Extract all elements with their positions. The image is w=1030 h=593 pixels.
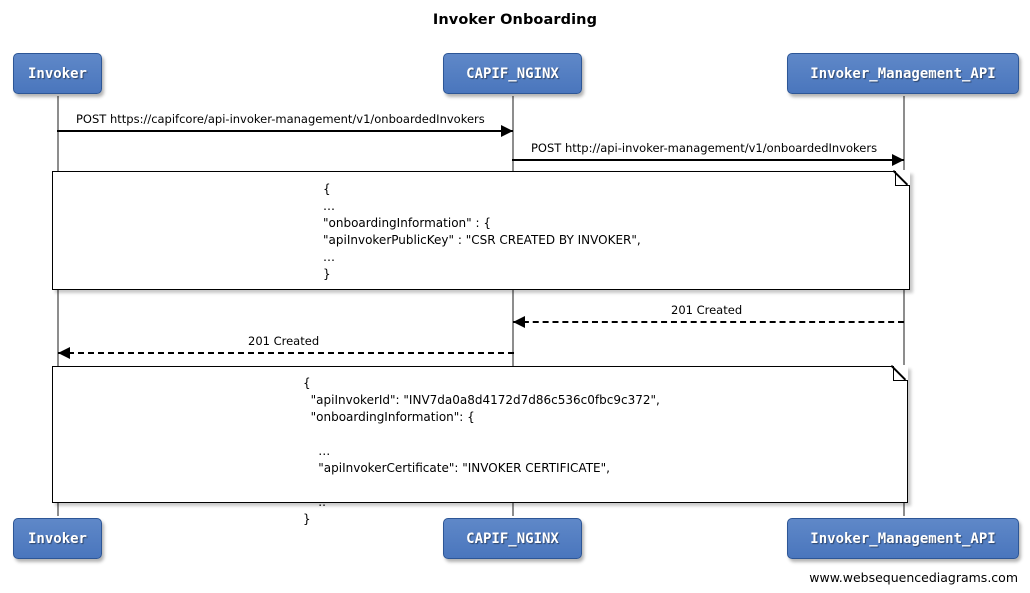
actor-label-capif-nginx-bottom: CAPIF_NGINX	[466, 530, 559, 547]
lifeline-invoker-management-api	[903, 96, 905, 516]
onboarding-response-note: { "apiInvokerId": "INV7da0a8d4172d7d86c5…	[52, 364, 908, 526]
actor-label-invoker-management-api-bottom: Invoker_Management_API	[810, 530, 996, 547]
page-title: Invoker Onboarding	[432, 12, 598, 28]
message-1-arrowhead-icon	[501, 125, 513, 137]
message-3-line	[513, 321, 904, 323]
actor-box-invoker-bottom[interactable]: Invoker	[13, 518, 102, 559]
actor-box-capif-nginx-bottom[interactable]: CAPIF_NGINX	[443, 518, 582, 559]
actor-label-invoker-management-api-top: Invoker_Management_API	[810, 65, 996, 82]
onboarding-response-note-text: { "apiInvokerId": "INV7da0a8d4172d7d86c5…	[303, 376, 660, 526]
note-fold-corner-icon-2	[892, 364, 908, 381]
lifeline-invoker	[57, 96, 59, 516]
watermark-footer: www.websequencediagrams.com	[809, 570, 1018, 585]
actor-box-invoker-management-api-top[interactable]: Invoker_Management_API	[787, 53, 1019, 94]
message-3-label: 201 Created	[671, 303, 743, 317]
message-1-line	[57, 130, 513, 132]
message-4-arrowhead-icon	[58, 347, 70, 359]
actor-box-invoker-top[interactable]: Invoker	[13, 53, 102, 94]
message-2-label: POST http://api-invoker-management/v1/on…	[531, 141, 878, 155]
onboarding-request-note-text: { … "onboardingInformation" : { "apiInvo…	[323, 182, 641, 281]
actor-label-invoker-bottom: Invoker	[27, 530, 87, 547]
actor-label-invoker-top: Invoker	[27, 65, 87, 82]
message-4-line	[58, 352, 514, 354]
message-2-arrowhead-icon	[892, 154, 904, 166]
actor-box-capif-nginx-top[interactable]: CAPIF_NGINX	[443, 53, 582, 94]
message-3-arrowhead-icon	[513, 316, 525, 328]
actor-box-invoker-management-api-bottom[interactable]: Invoker_Management_API	[787, 518, 1019, 559]
onboarding-request-note: { … "onboardingInformation" : { "apiInvo…	[52, 169, 910, 290]
message-1-label: POST https://capifcore/api-invoker-manag…	[76, 112, 485, 126]
lifeline-capif-nginx	[512, 96, 514, 516]
message-4-label: 201 Created	[248, 334, 320, 348]
message-2-line	[512, 159, 904, 161]
note-fold-corner-icon	[894, 169, 910, 186]
actor-label-capif-nginx-top: CAPIF_NGINX	[466, 65, 559, 82]
